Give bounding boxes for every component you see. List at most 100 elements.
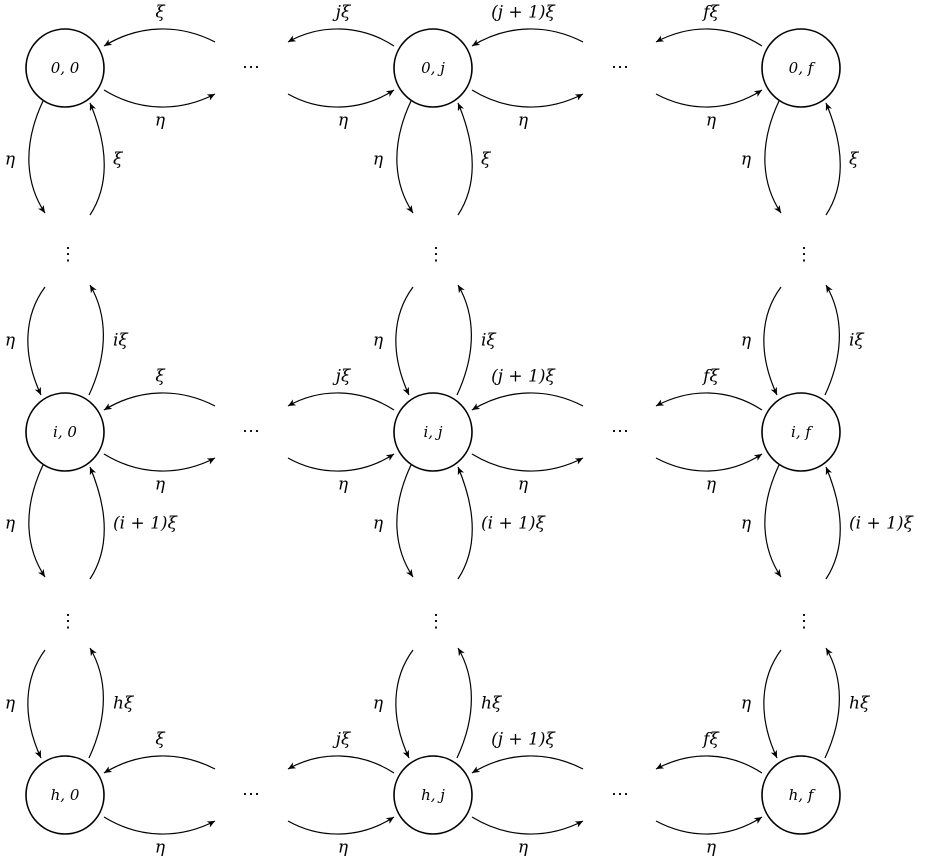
arrow-in-from-right <box>103 392 216 411</box>
vertical-ellipsis: ⋮ <box>59 611 77 632</box>
rate-label: η <box>155 111 166 131</box>
arrow-up-in <box>825 466 841 580</box>
arrow-in-from-left <box>287 453 395 472</box>
state-node-label: h, 0 <box>51 786 80 804</box>
arrow-out-to-left <box>655 755 763 774</box>
arrow-up-in <box>825 102 841 216</box>
arrow-up-out <box>456 284 472 396</box>
arrow-down-out <box>764 464 782 578</box>
state-node-label: h, f <box>789 786 816 804</box>
rate-label: η <box>338 111 349 131</box>
rate-label: hξ <box>481 694 503 714</box>
rate-label: η <box>5 514 16 534</box>
arrow-down-out <box>396 100 414 214</box>
rate-label: hξ <box>113 694 135 714</box>
rate-label: jξ <box>332 730 352 750</box>
rate-label: ξ <box>481 150 492 170</box>
vertical-ellipsis: ⋮ <box>427 244 445 265</box>
arrow-down-out <box>396 464 414 578</box>
arrow-up-in <box>89 102 105 216</box>
vertical-ellipsis: ⋮ <box>59 244 77 265</box>
rate-label: η <box>741 514 752 534</box>
rate-label: η <box>373 514 384 534</box>
arrow-down-in <box>395 649 414 759</box>
arrow-down-in <box>27 649 46 759</box>
rate-label: η <box>373 150 384 170</box>
vertical-ellipsis: ⋮ <box>795 611 813 632</box>
arrow-in-from-right <box>471 755 584 774</box>
arrow-down-out <box>28 464 46 578</box>
rate-label: ξ <box>155 367 166 387</box>
arrow-down-in <box>763 649 782 759</box>
rate-label: (i + 1)ξ <box>113 514 179 534</box>
arrow-out-to-left <box>287 755 395 774</box>
rate-label: iξ <box>849 331 865 351</box>
arrow-up-in <box>89 466 105 580</box>
state-node-label: i, 0 <box>53 423 77 441</box>
arrow-in-from-right <box>471 392 584 411</box>
arrow-down-in <box>27 286 46 396</box>
arrow-in-from-left <box>287 816 395 835</box>
arrow-up-in <box>457 102 473 216</box>
state-node-1-0: i, 0 <box>25 392 105 472</box>
state-node-2-0: h, 0 <box>25 755 105 835</box>
arrow-in-from-left <box>655 453 763 472</box>
state-node-label: h, j <box>421 786 445 804</box>
arrow-down-in <box>395 286 414 396</box>
state-node-label: 0, 0 <box>51 59 80 77</box>
arrow-out-to-left <box>655 392 763 411</box>
arrow-down-in <box>763 286 782 396</box>
horizontal-ellipsis: ⋯ <box>611 784 629 805</box>
rate-label: (i + 1)ξ <box>481 514 547 534</box>
arrow-in-from-right <box>103 28 216 47</box>
rate-label: η <box>518 475 529 495</box>
vertical-ellipsis: ⋮ <box>427 611 445 632</box>
arrow-in-from-left <box>287 89 395 108</box>
arrow-out-to-left <box>287 28 395 47</box>
arrow-out-to-right <box>103 816 216 835</box>
state-node-label: 0, f <box>789 59 816 77</box>
state-node-0-0: 0, 0 <box>25 28 105 108</box>
horizontal-ellipsis: ⋯ <box>242 784 260 805</box>
rate-label: η <box>155 475 166 495</box>
rate-label: η <box>338 838 349 858</box>
rate-label: iξ <box>113 331 129 351</box>
arrow-in-from-left <box>655 89 763 108</box>
rate-label: η <box>518 838 529 858</box>
edges-layer <box>27 28 841 835</box>
arrow-in-from-right <box>103 755 216 774</box>
rate-label: (i + 1)ξ <box>849 514 915 534</box>
rate-label: η <box>518 111 529 131</box>
state-node-label: 0, j <box>421 59 445 77</box>
arrow-in-from-left <box>655 816 763 835</box>
rate-label: η <box>5 331 16 351</box>
arrow-up-out <box>456 647 472 759</box>
rate-label: hξ <box>849 694 871 714</box>
state-node-0-2: 0, f <box>761 28 841 108</box>
arrow-out-to-right <box>471 89 584 108</box>
state-node-0-1: 0, j <box>393 28 473 108</box>
arrow-out-to-left <box>655 28 763 47</box>
rate-label: fξ <box>701 367 720 387</box>
arrow-up-out <box>824 284 840 396</box>
rate-label: η <box>741 694 752 714</box>
rate-label: η <box>741 331 752 351</box>
arrow-out-to-right <box>103 453 216 472</box>
rate-label: ξ <box>155 730 166 750</box>
rate-label: η <box>373 331 384 351</box>
rate-label: (j + 1)ξ <box>491 3 556 23</box>
arrow-up-out <box>824 647 840 759</box>
rate-label: fξ <box>701 3 720 23</box>
state-node-1-2: i, f <box>761 392 841 472</box>
state-node-label: i, j <box>424 423 443 441</box>
rate-label: η <box>155 838 166 858</box>
horizontal-ellipsis: ⋯ <box>611 421 629 442</box>
rate-label: η <box>706 111 717 131</box>
rate-label: jξ <box>332 367 352 387</box>
rate-label: η <box>5 150 16 170</box>
rate-label: η <box>373 694 384 714</box>
arrow-out-to-right <box>103 89 216 108</box>
arrow-up-out <box>88 284 104 396</box>
